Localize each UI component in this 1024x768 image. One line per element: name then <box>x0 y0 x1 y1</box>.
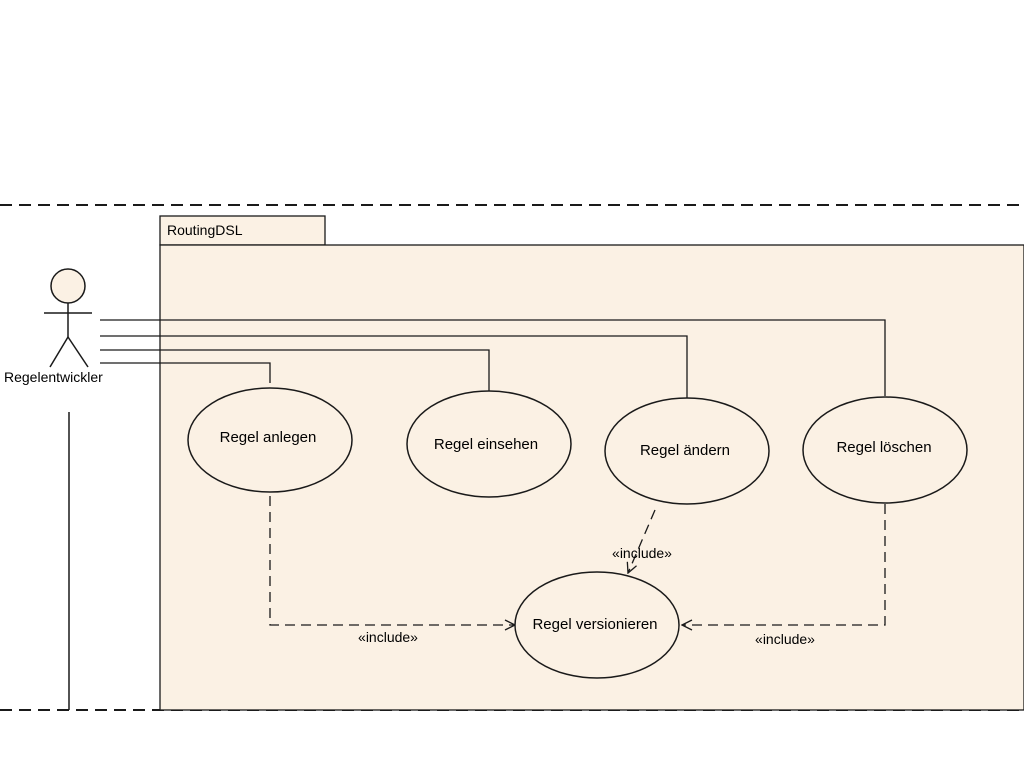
use-case-ellipse <box>514 571 680 679</box>
use-case-regel-loeschen[interactable]: Regel löschen <box>802 396 968 504</box>
use-case-regel-anlegen[interactable]: Regel anlegen <box>187 387 353 493</box>
actor-regelentwickler[interactable]: Regelentwickler <box>4 268 103 385</box>
use-case-regel-versionieren[interactable]: Regel versionieren <box>514 571 680 679</box>
use-case-ellipse <box>802 396 968 504</box>
actor-head <box>50 268 86 304</box>
association-einsehen[interactable] <box>100 349 490 391</box>
association-loeschen[interactable] <box>100 319 886 396</box>
use-case-label: Regel anlegen <box>220 429 317 446</box>
include-loeschen-versionieren[interactable] <box>682 504 886 625</box>
use-case-regel-einsehen[interactable]: Regel einsehen <box>406 390 572 498</box>
use-case-label: Regel löschen <box>836 439 931 456</box>
include-label-loeschen: «include» <box>755 631 815 647</box>
include-label-anlegen: «include» <box>358 629 418 645</box>
use-case-ellipse <box>187 387 353 493</box>
use-case-ellipse <box>406 390 572 498</box>
use-case-regel-aendern[interactable]: Regel ändern <box>604 397 770 505</box>
use-case-label: Regel ändern <box>640 442 730 459</box>
actor-label: Regelentwickler <box>4 369 103 385</box>
include-anlegen-versionieren[interactable] <box>269 496 515 625</box>
use-case-ellipse <box>604 397 770 505</box>
use-case-label: Regel einsehen <box>434 436 538 453</box>
include-label-aendern: «include» <box>612 545 672 561</box>
package-tab <box>159 215 326 246</box>
actor-right-leg <box>67 336 89 368</box>
actor-left-leg <box>49 336 69 368</box>
use-case-label: Regel versionieren <box>532 616 657 633</box>
association-anlegen[interactable] <box>100 362 271 383</box>
association-aendern[interactable] <box>100 335 688 398</box>
package-title: RoutingDSL <box>167 222 243 238</box>
include-aendern-versionieren[interactable] <box>628 509 656 573</box>
